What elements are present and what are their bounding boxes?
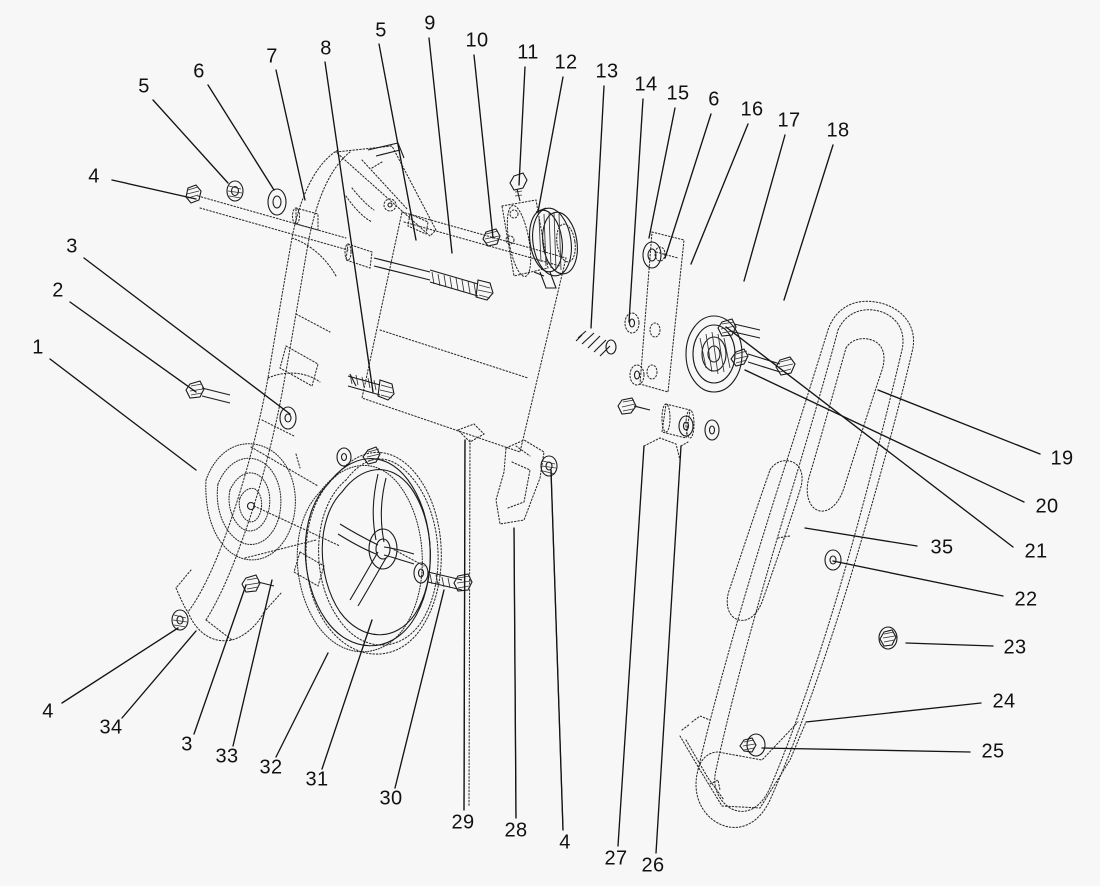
callout-leader-17 bbox=[743, 134, 786, 282]
callout-number-17[interactable]: 17 bbox=[777, 109, 801, 132]
callout-number-19[interactable]: 19 bbox=[1050, 447, 1074, 470]
callout-leader-10 bbox=[473, 54, 494, 239]
callout-leader-18 bbox=[783, 144, 834, 301]
callout-number-30[interactable]: 30 bbox=[379, 787, 403, 810]
callout-leader-20 bbox=[744, 369, 1025, 503]
callout-number-10[interactable]: 10 bbox=[465, 29, 489, 52]
callout-leader-11 bbox=[518, 66, 526, 186]
callout-number-33[interactable]: 33 bbox=[215, 745, 239, 768]
callout-leader-3 bbox=[193, 584, 247, 735]
callout-number-12[interactable]: 12 bbox=[554, 51, 578, 74]
rear-mount-bracket bbox=[643, 437, 689, 461]
callout-number-4[interactable]: 4 bbox=[88, 165, 100, 188]
callout-leader-5 bbox=[378, 43, 417, 241]
callout-leader-21 bbox=[725, 326, 1014, 548]
callout-leader-32 bbox=[275, 652, 329, 758]
callout-number-13[interactable]: 13 bbox=[595, 60, 619, 83]
callout-number-5[interactable]: 5 bbox=[375, 19, 387, 42]
callout-leader-35 bbox=[804, 527, 918, 547]
callout-number-6[interactable]: 6 bbox=[193, 60, 205, 83]
callout-leader-13 bbox=[590, 85, 605, 329]
callout-leader-4 bbox=[550, 469, 564, 831]
left-housing-group bbox=[175, 149, 351, 642]
callout-leader-2 bbox=[69, 301, 197, 393]
callout-leader-1 bbox=[49, 358, 197, 471]
clutch-pulley-assembly bbox=[482, 172, 578, 289]
callout-leader-8 bbox=[324, 61, 374, 393]
callout-leader-22 bbox=[832, 560, 1004, 597]
center-frame-plate bbox=[334, 142, 567, 453]
callout-number-3[interactable]: 3 bbox=[66, 235, 78, 258]
callout-number-28[interactable]: 28 bbox=[504, 819, 528, 842]
callout-leader-29 bbox=[463, 439, 466, 811]
callout-number-26[interactable]: 26 bbox=[641, 854, 665, 877]
callout-number-8[interactable]: 8 bbox=[320, 37, 332, 60]
callout-leader-28 bbox=[513, 527, 517, 819]
callout-leader-31 bbox=[321, 619, 373, 770]
callout-number-25[interactable]: 25 bbox=[981, 740, 1005, 763]
callout-leader-16 bbox=[690, 123, 749, 265]
callout-number-9[interactable]: 9 bbox=[424, 12, 436, 35]
callout-leader-23 bbox=[905, 642, 994, 647]
callout-number-15[interactable]: 15 bbox=[666, 82, 690, 105]
callout-leader-3 bbox=[83, 257, 291, 415]
callout-number-35[interactable]: 35 bbox=[930, 536, 954, 559]
callout-leader-4 bbox=[111, 179, 197, 200]
callout-leader-24 bbox=[805, 702, 982, 723]
callout-number-29[interactable]: 29 bbox=[451, 811, 475, 834]
callout-leader-6 bbox=[664, 113, 712, 259]
callout-number-7[interactable]: 7 bbox=[266, 45, 278, 68]
callout-leader-30 bbox=[394, 589, 445, 789]
callout-number-5[interactable]: 5 bbox=[138, 75, 150, 98]
callout-leader-26 bbox=[655, 445, 682, 854]
callout-number-3[interactable]: 3 bbox=[181, 733, 193, 756]
right-belt-cover bbox=[679, 300, 914, 828]
mid-hardware-column bbox=[575, 231, 796, 441]
callout-leader-9 bbox=[428, 37, 453, 254]
callout-number-4[interactable]: 4 bbox=[42, 700, 54, 723]
callout-number-31[interactable]: 31 bbox=[305, 768, 329, 791]
callout-number-11[interactable]: 11 bbox=[517, 41, 539, 64]
callout-number-27[interactable]: 27 bbox=[604, 847, 628, 870]
callout-number-22[interactable]: 22 bbox=[1014, 588, 1038, 611]
callout-number-6[interactable]: 6 bbox=[708, 88, 720, 111]
callout-leader-25 bbox=[761, 747, 971, 753]
callout-number-2[interactable]: 2 bbox=[52, 279, 64, 302]
callout-leader-4 bbox=[61, 627, 179, 704]
callout-number-32[interactable]: 32 bbox=[259, 756, 283, 779]
callout-leader-27 bbox=[617, 445, 645, 847]
callout-number-23[interactable]: 23 bbox=[1003, 636, 1027, 659]
callout-number-18[interactable]: 18 bbox=[826, 119, 850, 142]
callout-leader-14 bbox=[628, 98, 644, 323]
callout-leader-12 bbox=[537, 76, 564, 213]
callout-leader-6 bbox=[207, 84, 275, 191]
callout-leader-5 bbox=[152, 99, 229, 184]
large-belt-pulley bbox=[171, 380, 473, 655]
callout-number-4[interactable]: 4 bbox=[559, 831, 571, 854]
long-bolt-hardware bbox=[344, 243, 494, 401]
callout-number-20[interactable]: 20 bbox=[1035, 495, 1059, 518]
callout-leader-34 bbox=[121, 630, 197, 719]
callout-number-24[interactable]: 24 bbox=[992, 690, 1016, 713]
callout-number-21[interactable]: 21 bbox=[1024, 540, 1048, 563]
callout-number-1[interactable]: 1 bbox=[32, 336, 44, 359]
callout-number-14[interactable]: 14 bbox=[634, 73, 658, 96]
callout-leader-19 bbox=[877, 389, 1041, 455]
callout-leader-33 bbox=[232, 579, 273, 747]
callout-leader-7 bbox=[275, 69, 306, 201]
callout-number-34[interactable]: 34 bbox=[99, 716, 123, 739]
callout-number-16[interactable]: 16 bbox=[740, 98, 764, 121]
callout-leader-15 bbox=[648, 107, 676, 239]
